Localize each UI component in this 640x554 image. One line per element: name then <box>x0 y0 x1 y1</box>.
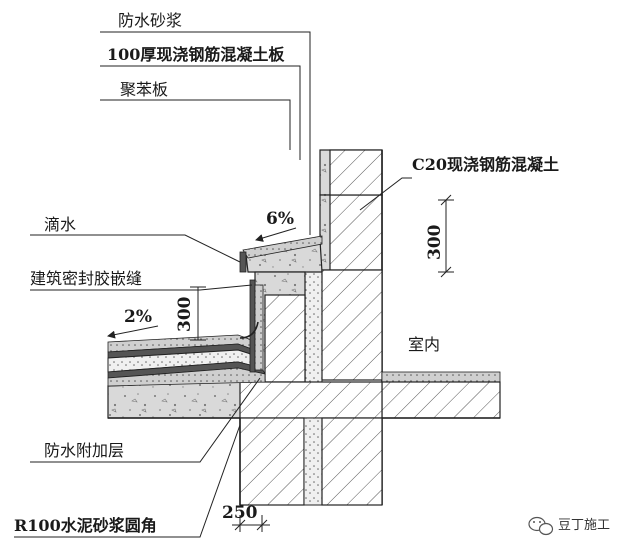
dim-slope-top: 6% <box>266 209 294 229</box>
watermark-text: 豆丁施工 <box>558 518 610 533</box>
label-eps: 聚苯板 <box>120 80 168 99</box>
leader-lines <box>14 31 412 538</box>
dim-height-upturn: 300 <box>175 296 195 332</box>
dim-upturn-300 <box>190 286 206 341</box>
watermark: 豆丁施工 <box>528 516 610 536</box>
dim-250 <box>232 515 270 532</box>
label-waterproof-extra: 防水附加层 <box>44 441 124 460</box>
c20-wall <box>319 149 383 505</box>
slope-arrow-roof <box>107 325 159 339</box>
label-slab: 100厚现浇钢筋混凝土板 <box>107 45 285 64</box>
indoor-slab <box>381 371 501 419</box>
roof-layers <box>107 279 266 387</box>
dim-c20-300 <box>438 194 454 278</box>
dim-height-c20: 300 <box>425 224 445 260</box>
dim-width-bottom: 250 <box>222 503 258 523</box>
dim-slope-roof: 2% <box>124 307 152 327</box>
wechat-icon <box>528 516 554 536</box>
label-drip: 滴水 <box>44 215 76 234</box>
label-top-mortar: 防水砂浆 <box>118 11 182 30</box>
slope-arrow-top <box>255 227 297 242</box>
lower-walls <box>239 417 383 506</box>
label-sealant: 建筑密封胶嵌缝 <box>30 269 142 288</box>
label-c20: C20现浇钢筋混凝土 <box>412 155 559 174</box>
roof-slab <box>107 379 383 419</box>
label-indoor: 室内 <box>408 335 440 354</box>
label-fillet: R100水泥砂浆圆角 <box>14 516 157 535</box>
